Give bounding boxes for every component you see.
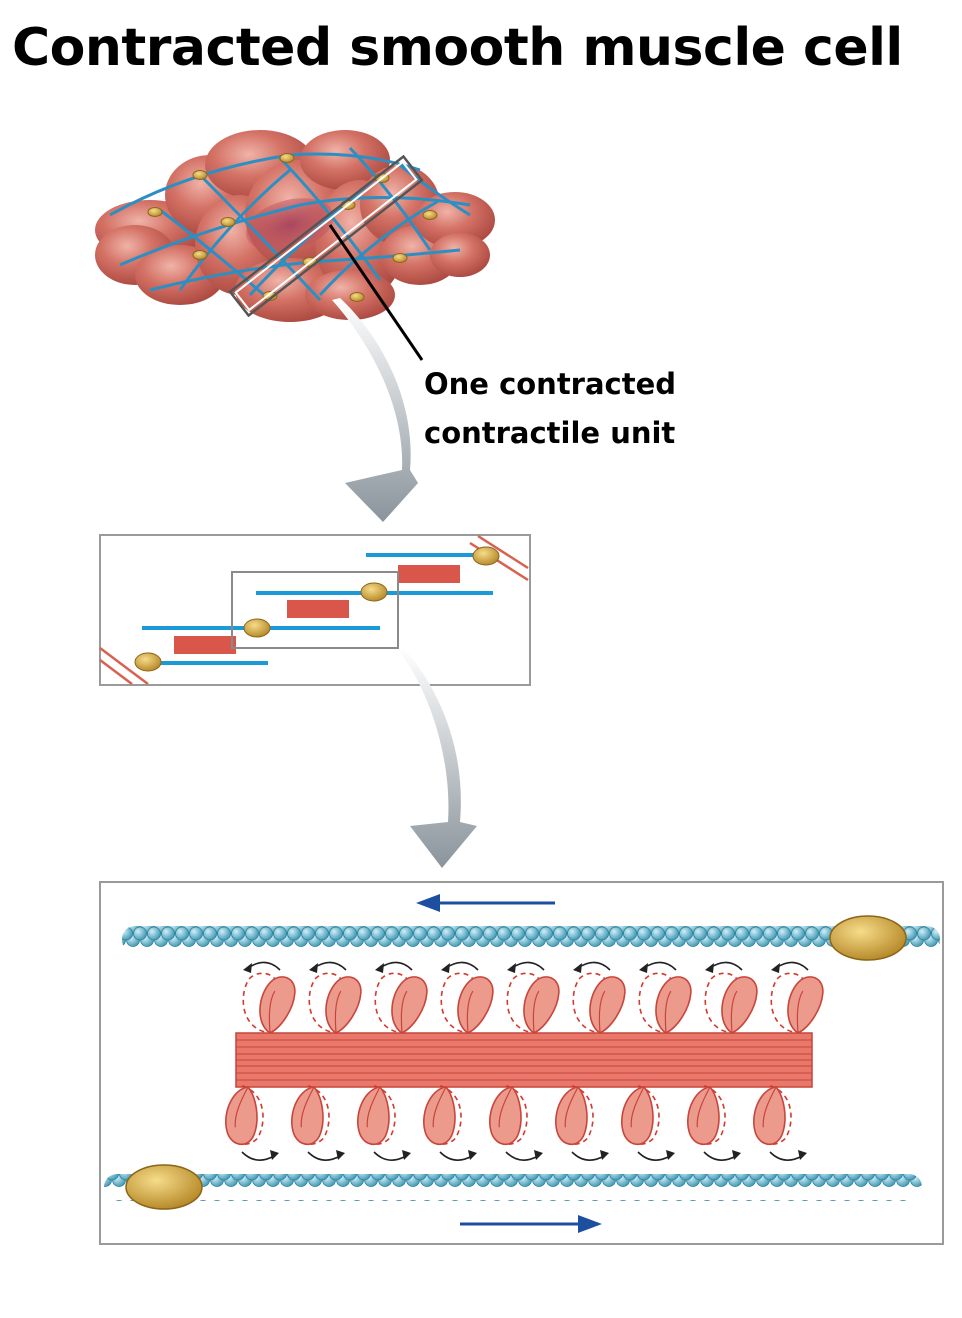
power-stroke-arrowhead	[798, 1150, 807, 1160]
power-stroke-arrowhead	[336, 1150, 345, 1160]
dense-body	[829, 915, 907, 961]
myosin-heads-upper	[236, 961, 827, 1038]
power-stroke-arrowhead	[402, 1150, 411, 1160]
power-stroke-arrowhead	[507, 963, 516, 973]
callout-line-1: One contracted	[424, 367, 677, 401]
power-stroke-arrowhead	[666, 1150, 675, 1160]
power-stroke-arrow	[505, 1151, 539, 1161]
power-stroke-arrow	[703, 1151, 737, 1161]
power-stroke-arrowhead	[771, 963, 780, 973]
power-stroke-arrowhead	[534, 1150, 543, 1160]
arrow-left-icon	[416, 894, 555, 912]
callout-line-2: contractile unit	[424, 416, 676, 450]
contractile-unit-panel	[99, 534, 531, 686]
power-stroke-arrowhead	[639, 963, 648, 973]
power-stroke-arrow	[769, 1151, 803, 1161]
arrow-right-icon	[460, 1215, 602, 1233]
power-stroke-arrowhead	[375, 963, 384, 973]
power-stroke-arrow	[307, 1151, 341, 1161]
power-stroke-arrowhead	[573, 963, 582, 973]
power-stroke-arrowhead	[600, 1150, 609, 1160]
myosin-thick-filament	[235, 1032, 813, 1088]
power-stroke-arrowhead	[705, 963, 714, 973]
power-stroke-arrow	[637, 1151, 671, 1161]
gray-curved-arrow-down	[398, 648, 477, 868]
power-stroke-arrowhead	[243, 963, 252, 973]
callout-leader-line	[328, 224, 424, 361]
contracted-cell	[95, 130, 495, 322]
power-stroke-arrow	[571, 1151, 605, 1161]
power-stroke-arrowhead	[270, 1150, 279, 1160]
page-title: Contracted smooth muscle cell	[12, 18, 903, 78]
myosin-heads-lower	[220, 1082, 807, 1161]
power-stroke-arrowhead	[441, 963, 450, 973]
power-stroke-arrowhead	[468, 1150, 477, 1160]
power-stroke-arrow	[241, 1151, 275, 1161]
power-stroke-arrowhead	[309, 963, 318, 973]
power-stroke-arrow	[373, 1151, 407, 1161]
actin-filament-bottom	[104, 1174, 922, 1201]
dense-body	[125, 1164, 203, 1210]
gray-curved-arrow-down	[332, 298, 418, 522]
actin-filament-top	[122, 926, 940, 953]
contractile-unit-highlight	[228, 154, 424, 318]
power-stroke-arrowhead	[732, 1150, 741, 1160]
contractile-unit-label: One contracted contractile unit	[424, 360, 676, 458]
sliding-filament-panel	[99, 881, 944, 1245]
power-stroke-arrow	[439, 1151, 473, 1161]
